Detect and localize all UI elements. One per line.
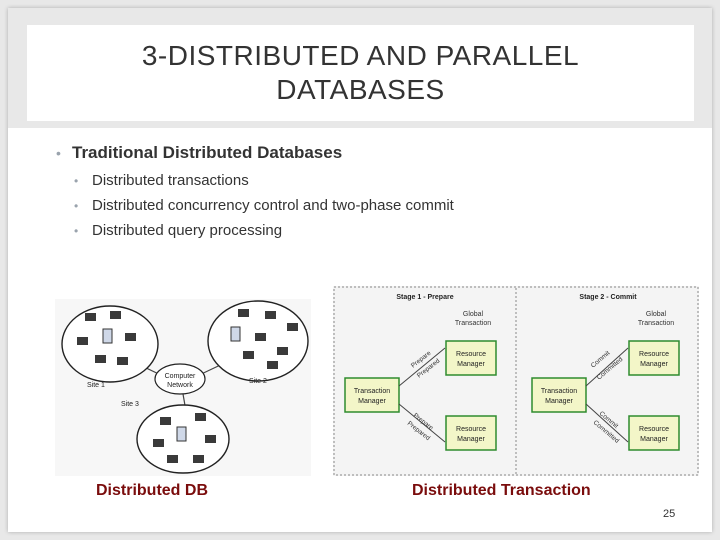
bullet-dot-icon: • [74,174,79,188]
rm-label-line2: Manager [640,436,668,443]
tm-label-line2: Manager [358,398,386,405]
network-label-line1: Computer [165,373,196,380]
bullet-dot-icon: • [74,199,79,213]
bullet-dot-icon: • [56,145,61,161]
bullet-sub-text: Distributed concurrency control and two-… [92,197,454,214]
message-arrow [585,347,629,443]
site1-circle [61,305,159,383]
transaction-manager-box [344,377,400,413]
title-box: 3-DISTRIBUTED AND PARALLEL DATABASES [27,25,694,121]
caption-distributed-db: Distributed DB [96,482,208,499]
slide-title: 3-DISTRIBUTED AND PARALLEL DATABASES [141,40,580,105]
message-arrow [398,347,446,443]
site2-label: Site 2 [249,378,267,385]
rm-label-line1: Resource [639,426,669,433]
site1-label: Site 1 [87,382,105,389]
bullet-sub-2: • Distributed concurrency control and tw… [74,197,676,222]
bullet-list: • Traditional Distributed Databases • Di… [56,143,676,247]
tm-label-line1: Transaction [354,388,390,395]
transaction-manager-box [531,377,587,413]
tm-label-line2: Manager [545,398,573,405]
network-cloud [154,363,206,395]
resource-manager-box [445,340,497,376]
rm-label-line1: Resource [456,351,486,358]
distributed-transaction-figure: Stage 1 - Prepare Stage 2 - Commit Globa… [333,286,699,476]
bullet-main-text: Traditional Distributed Databases [72,143,343,162]
rm-label-line1: Resource [639,351,669,358]
stage2-label: Stage 2 - Commit [579,294,637,301]
rm-label-line1: Resource [456,426,486,433]
resource-manager-box [628,340,680,376]
site3-label: Site 3 [121,401,139,408]
rm-label-line2: Manager [457,436,485,443]
distributed-db-figure: Site 1 Site 2 Site 3 Computer Network [55,299,311,476]
page-number: 25 [663,508,676,520]
bullet-sub-text: Distributed transactions [92,172,249,189]
computer-icon [153,413,216,463]
tm-label-line1: Transaction [541,388,577,395]
caption-distributed-transaction: Distributed Transaction [412,482,591,499]
bullet-dot-icon: • [74,224,79,238]
bullet-sub-1: • Distributed transactions [74,172,676,197]
computer-icon [230,309,298,369]
global-transaction-label-1: Global [463,311,484,318]
rm-label-line2: Manager [457,361,485,368]
global-transaction-label-1b: Transaction [455,320,491,327]
two-phase-commit-diagram: Stage 1 - Prepare Stage 2 - Commit Globa… [333,286,699,476]
bullet-sub-text: Distributed query processing [92,222,283,239]
bullet-main: • Traditional Distributed Databases [56,143,676,163]
bullet-sub-3: • Distributed query processing [74,222,676,247]
global-transaction-label-2: Global [646,311,667,318]
resource-manager-box [445,415,497,451]
resource-manager-box [628,415,680,451]
rm-label-line2: Manager [640,361,668,368]
network-label-line2: Network [167,382,193,389]
global-transaction-label-2b: Transaction [638,320,674,327]
distributed-db-diagram: Site 1 Site 2 Site 3 Computer Network [61,300,309,474]
figure-border [333,286,699,476]
stage1-label: Stage 1 - Prepare [396,294,453,301]
computer-icon [77,311,136,365]
